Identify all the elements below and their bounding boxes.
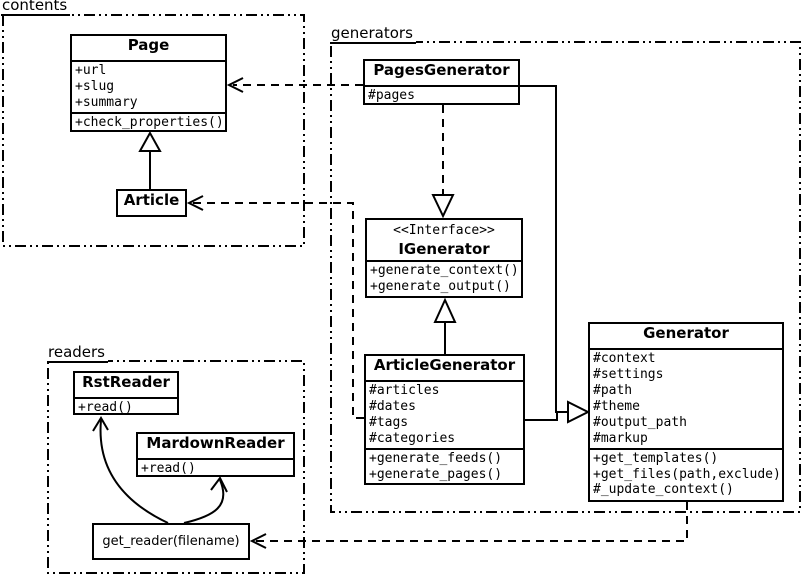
readers-package-border [47,360,305,574]
method: +get_templates() [593,451,719,466]
attribute: #categories [369,431,456,446]
attribute: +slug [75,79,115,94]
class-generator-methods: +get_templates() +get_files(path,exclude… [590,448,782,500]
class-articlegenerator-title: ArticleGenerator [373,356,516,374]
arrow-getreader-to-rstreader [92,416,169,524]
realization-arrow-pagesgenerator-to-igenerator [431,105,455,219]
class-page-title: Page [127,36,170,54]
method: +read() [78,400,133,413]
dependency-arrow-generator-to-getreader [249,502,688,549]
package-label-readers: readers [47,345,108,363]
class-mardownreader-title: MardownReader [146,434,285,452]
attribute: #output_path [593,415,687,430]
method: +generate_pages() [369,467,503,482]
class-articlegenerator: ArticleGenerator #articles #dates #tags … [364,354,525,485]
class-igenerator: <<Interface>> IGenerator +generate_conte… [365,218,523,298]
class-generator-attributes: #context #settings #path #theme #output_… [590,348,782,448]
class-page: Page +url +slug +summary +check_properti… [70,34,227,132]
class-generator: Generator #context #settings #path #them… [588,322,784,502]
class-generator-title: Generator [643,324,729,342]
class-pagesgenerator-title: PagesGenerator [373,61,510,79]
class-articlegenerator-attributes: #articles #dates #tags #categories [366,380,523,448]
package-label-contents: contents [1,0,71,16]
class-igenerator-stereotype: <<Interface>> [393,223,495,238]
attribute: #settings [593,367,664,382]
class-pagesgenerator-attributes: #pages [365,85,518,103]
class-page-methods: +check_properties() [72,112,225,130]
arrow-getreader-to-mardownreader [183,476,228,524]
class-articlegenerator-methods: +generate_feeds() +generate_pages() [366,448,523,483]
method: +generate_context() [370,263,519,278]
inheritance-arrow-articlegenerator-to-igenerator [433,297,457,354]
class-article-title: Article [123,191,180,209]
attribute: #context [593,351,656,366]
method: +read() [141,461,196,475]
method: +generate_output() [370,279,511,294]
class-igenerator-methods: +generate_context() +generate_output() [367,260,521,296]
attribute: #dates [369,399,416,414]
attribute: #tags [369,415,409,430]
inheritance-arrow-generators-to-generator [520,85,591,424]
method: +check_properties() [75,115,224,130]
attribute: +summary [75,95,138,110]
attribute: #markup [593,431,648,446]
inheritance-arrow-article-to-page [138,130,162,189]
class-igenerator-header: <<Interface>> IGenerator [367,220,521,260]
method: +generate_feeds() [369,451,503,466]
attribute: #pages [368,88,415,103]
function-get-reader: get_reader(filename) [92,523,250,560]
class-rstreader-methods: +read() [75,397,177,413]
class-page-attributes: +url +slug +summary [72,60,225,112]
attribute: #path [593,383,633,398]
class-rstreader: RstReader +read() [73,371,179,415]
attribute: #articles [369,383,440,398]
attribute: +url [75,63,107,78]
class-mardownreader: MardownReader +read() [136,432,295,477]
method: +get_files(path,exclude) [593,466,781,482]
dependency-arrow-articlegenerator-to-article [186,195,364,419]
class-igenerator-title: IGenerator [398,240,490,258]
contents-package-border [2,14,305,247]
generators-package-border [330,41,801,513]
attribute: #theme [593,399,640,414]
method: #_update_context() [593,482,734,497]
package-label-generators: generators [330,26,416,44]
class-mardownreader-methods: +read() [138,458,293,475]
class-article: Article [116,189,187,217]
class-rstreader-title: RstReader [82,373,170,391]
class-pagesgenerator: PagesGenerator #pages [363,59,520,105]
dependency-arrow-pagesgenerator-to-page [226,77,363,93]
function-get-reader-label: get_reader(filename) [102,534,240,549]
